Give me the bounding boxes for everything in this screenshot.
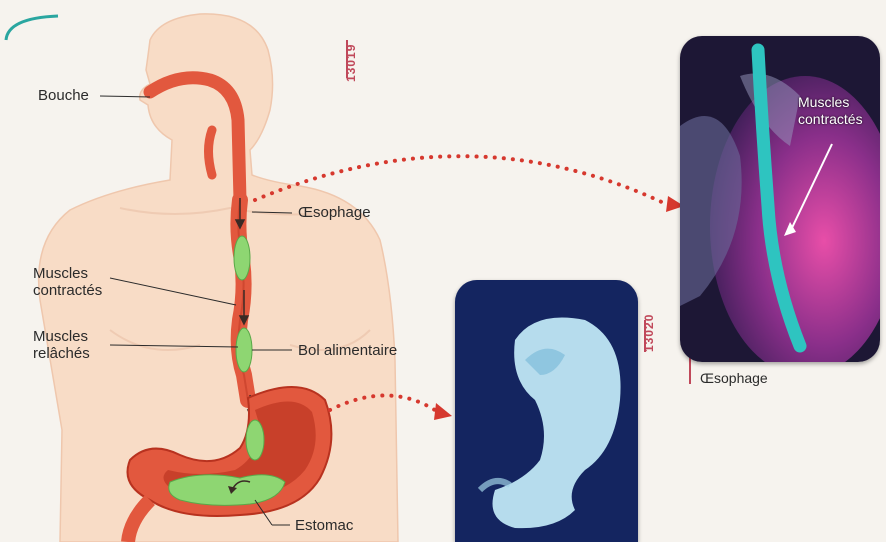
label-estomac: Estomac <box>295 517 353 534</box>
label-line: Muscles <box>33 328 88 345</box>
bolus <box>234 236 250 280</box>
xray-oesophagus: Muscles contractés <box>680 36 880 362</box>
trachea <box>209 130 213 175</box>
dotted-arrow-bottom-head <box>434 403 452 420</box>
label-bol-alimentaire: Bol alimentaire <box>298 342 397 359</box>
xray-stomach-image <box>455 280 638 542</box>
xray-stomach <box>455 280 638 542</box>
ref-code-top: 13019 <box>344 44 358 82</box>
bolus <box>246 420 264 460</box>
label-line: Muscles <box>798 94 849 110</box>
xray-label-muscles-contractes: Muscles contractés <box>798 94 863 128</box>
label-line: relâchés <box>33 345 90 362</box>
label-bouche: Bouche <box>38 87 89 104</box>
xray-caption-oesophage: Œsophage <box>700 370 768 386</box>
label-line: contractés <box>33 282 102 299</box>
label-oesophage: Œsophage <box>298 204 371 221</box>
xray-oesophagus-image <box>680 36 880 362</box>
label-line: contractés <box>798 111 863 127</box>
bolus <box>236 328 252 372</box>
corner-decoration <box>6 16 58 40</box>
label-line: Muscles <box>33 265 88 282</box>
ref-code-bottom: 13020 <box>642 314 656 352</box>
label-muscles-contractes: Muscles contractés <box>33 265 102 300</box>
label-muscles-relaches: Muscles relâchés <box>33 328 90 363</box>
